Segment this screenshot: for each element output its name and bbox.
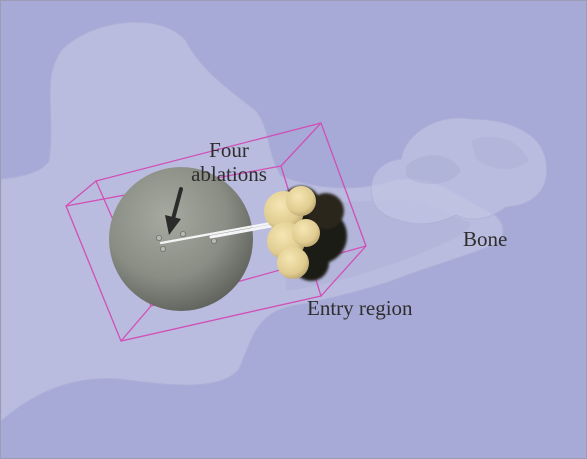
bone-distal-end — [371, 118, 547, 224]
label-bone: Bone — [463, 227, 507, 251]
label-four-ablations-line2: ablations — [189, 162, 269, 186]
label-entry-region: Entry region — [307, 296, 413, 320]
label-four-ablations: Four ablations — [189, 138, 269, 186]
label-four-ablations-line1: Four — [189, 138, 269, 162]
